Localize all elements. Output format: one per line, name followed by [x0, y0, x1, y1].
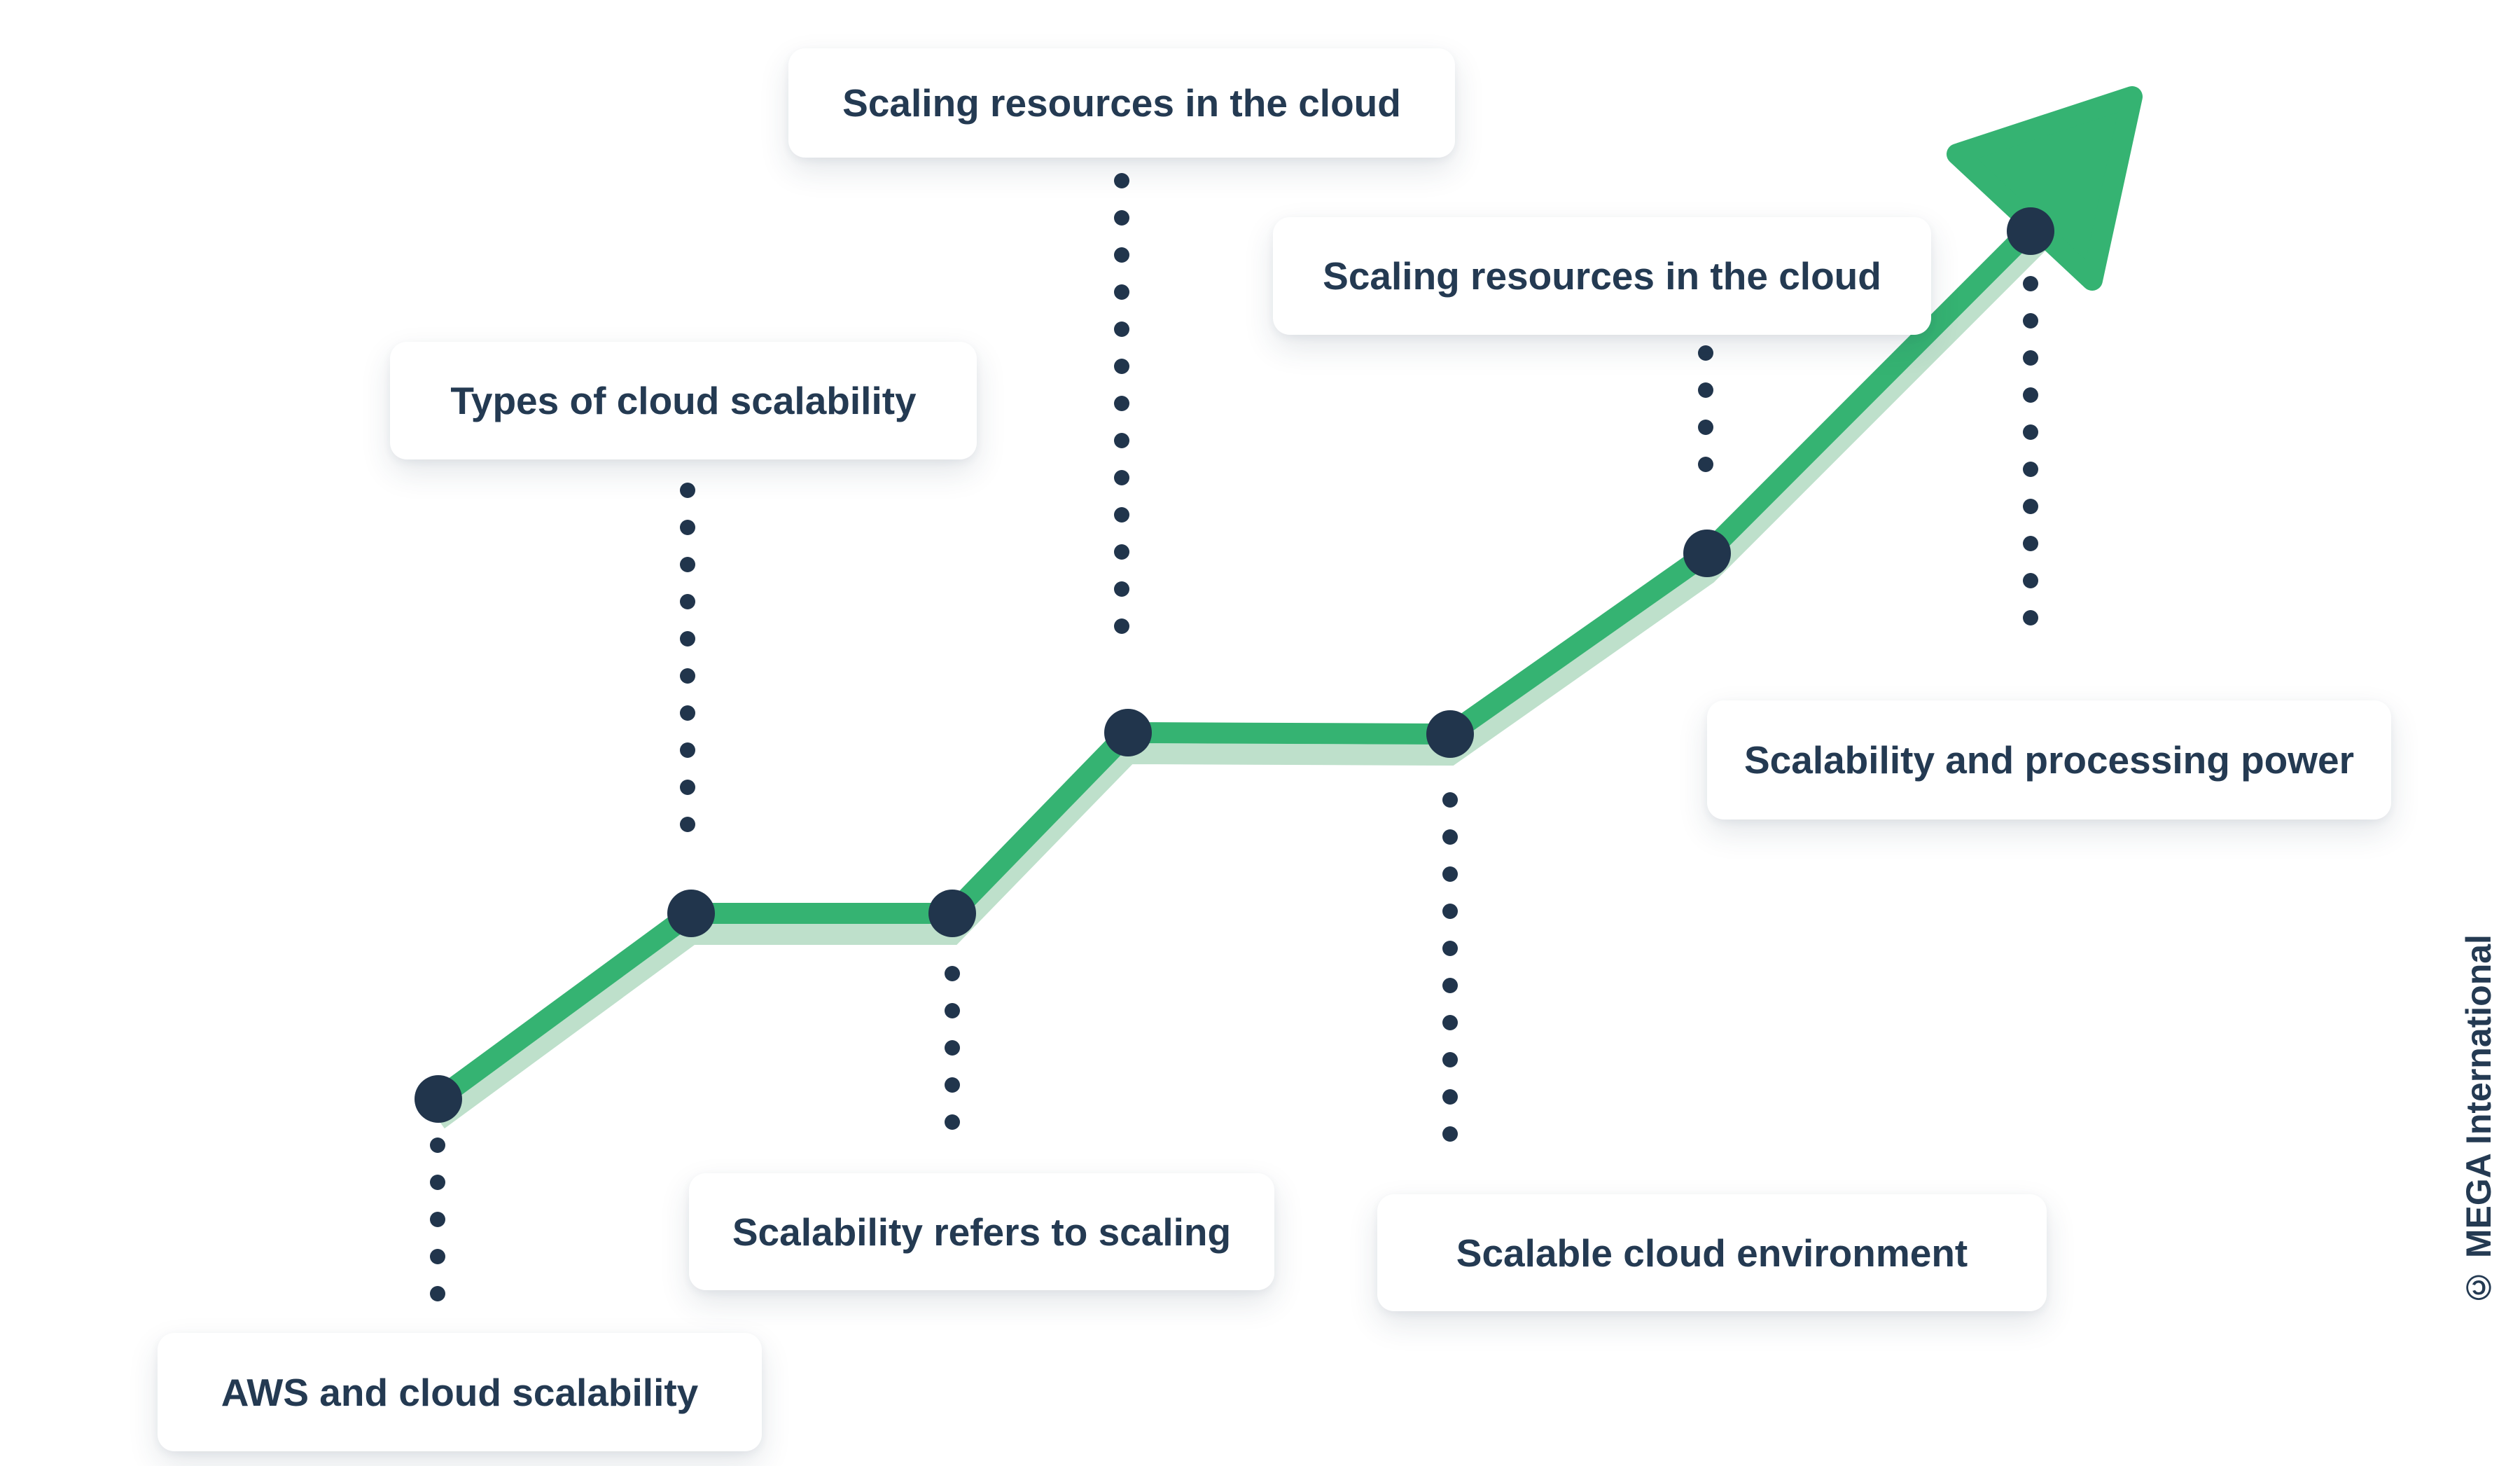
milestone-node-dot — [2007, 207, 2054, 255]
milestone-label-text: Scaling resources in the cloud — [842, 81, 1401, 125]
milestone-node-dot — [1683, 530, 1731, 577]
milestone-label-card: AWS and cloud scalability — [158, 1333, 762, 1451]
milestone-node-dot — [1104, 709, 1152, 756]
milestone-label-card: Types of cloud scalability — [390, 342, 977, 459]
milestone-label-card: Scalability refers to scaling — [689, 1173, 1274, 1290]
milestone-label-text: AWS and cloud scalability — [221, 1370, 699, 1414]
milestone-label-text: Scaling resources in the cloud — [1323, 254, 1881, 298]
milestone-node-dot — [415, 1075, 462, 1123]
milestone-label-card: Scalable cloud environment — [1377, 1194, 2047, 1311]
milestone-node-dot — [1426, 710, 1474, 758]
growth-line — [432, 194, 2066, 1108]
copyright-watermark: © MEGA International — [2459, 934, 2498, 1307]
milestone-label-card: Scalability and processing power — [1707, 700, 2391, 820]
milestone-node-dot — [667, 890, 715, 937]
arrowhead-icon — [1947, 86, 2143, 291]
milestone-label-card: Scaling resources in the cloud — [1273, 217, 1931, 335]
milestone-label-text: Scalable cloud environment — [1456, 1231, 1968, 1275]
milestone-label-text: Scalability refers to scaling — [732, 1210, 1232, 1254]
milestone-label-text: Scalability and processing power — [1743, 738, 2355, 782]
milestone-label-card: Scaling resources in the cloud — [788, 48, 1455, 158]
milestone-node-dot — [928, 890, 976, 937]
milestone-label-text: Types of cloud scalability — [450, 379, 917, 422]
